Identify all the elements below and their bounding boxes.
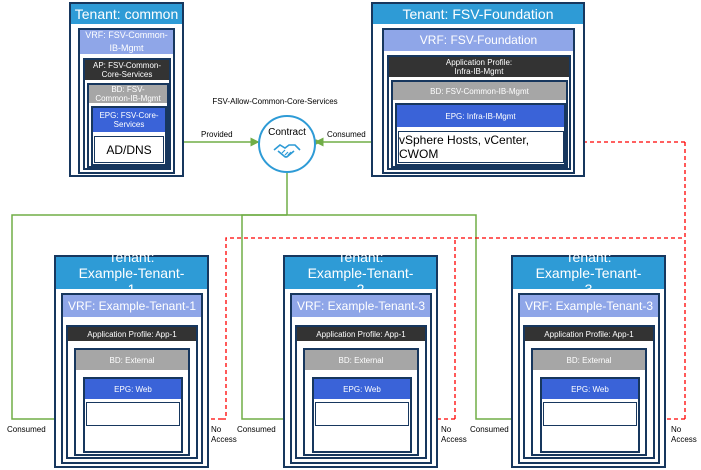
vrf-tenant-1-title: VRF: Example-Tenant-1 — [63, 295, 201, 317]
contract-node: Contract — [258, 115, 316, 173]
epg-tenant-1: EPG: Web — [83, 377, 183, 453]
ap-tenant-3: Application Profile: App-1 BD: External … — [523, 325, 655, 459]
bd-foundation-title: BD: FSV-Common-IB-Mgmt — [393, 82, 566, 100]
tenant-example-3: Tenant: Example-Tenant-3 VRF: Example-Te… — [511, 249, 666, 468]
tenant-example-2: Tenant: Example-Tenant-2 VRF: Example-Te… — [283, 249, 438, 468]
tenant-foundation-title: Tenant: FSV-Foundation — [373, 4, 583, 24]
bd-common-title: BD: FSV-Common-IB-Mgmt — [89, 85, 167, 103]
vrf-foundation: VRF: FSV-Foundation Application Profile:… — [382, 28, 575, 174]
tenant-3-title: Tenant: Example-Tenant-3 — [513, 249, 664, 297]
handshake-icon — [273, 144, 301, 158]
ap-tenant-2: Application Profile: App-1 BD: External … — [295, 325, 427, 459]
ap-common-title: AP: FSV-Common-Core-Services — [85, 60, 169, 80]
endpoint-ad-dns: AD/DNS — [94, 136, 164, 163]
ap-tenant-3-title: Application Profile: App-1 — [525, 327, 653, 341]
bd-foundation: BD: FSV-Common-IB-Mgmt EPG: Infra-IB-Mgm… — [391, 80, 568, 168]
epg-foundation: EPG: Infra-IB-Mgmt vSphere Hosts, vCente… — [395, 103, 566, 166]
ap-common: AP: FSV-Common-Core-Services BD: FSV-Com… — [83, 58, 171, 170]
vrf-tenant-3-title: VRF: Example-Tenant-3 — [520, 295, 658, 317]
tenant-common-title: Tenant: common — [71, 4, 182, 24]
no-access-label-tenant-2: No Access — [441, 425, 467, 444]
bd-tenant-3-title: BD: External — [533, 350, 645, 370]
vrf-foundation-title: VRF: FSV-Foundation — [384, 30, 573, 51]
tenant2-consumed-line — [241, 214, 305, 424]
provided-label: Provided — [201, 130, 233, 139]
no-access-label-tenant-3: No Access — [671, 425, 697, 444]
tenant1-consumed-line — [11, 214, 287, 424]
ap-tenant-2-title: Application Profile: App-1 — [297, 327, 425, 341]
ap-tenant-1-title: Application Profile: App-1 — [68, 327, 196, 341]
ap-tenant-1: Application Profile: App-1 BD: External … — [66, 325, 198, 459]
epg-tenant-3-title: EPG: Web — [542, 379, 638, 399]
bd-common: BD: FSV-Common-IB-Mgmt EPG: FSV-Core-Ser… — [87, 83, 169, 168]
bd-tenant-2-title: BD: External — [305, 350, 417, 370]
epg-tenant-1-title: EPG: Web — [85, 379, 181, 399]
bd-tenant-1-title: BD: External — [76, 350, 188, 370]
tenant-foundation: Tenant: FSV-Foundation VRF: FSV-Foundati… — [371, 2, 585, 177]
no-access-label-tenant-1: No Access — [211, 425, 237, 444]
contract-name: FSV-Allow-Common-Core-Services — [212, 97, 338, 106]
endpoint-tenant-3 — [543, 402, 637, 426]
ap-foundation: Application Profile: Infra-IB-Mgmt BD: F… — [387, 55, 571, 170]
endpoint-vsphere: vSphere Hosts, vCenter, CWOM — [398, 131, 564, 163]
bd-tenant-3: BD: External EPG: Web — [531, 348, 647, 456]
endpoint-tenant-1 — [86, 402, 180, 426]
bd-tenant-2: BD: External EPG: Web — [303, 348, 419, 456]
tenant-1-title: Tenant: Example-Tenant-1 — [56, 249, 207, 297]
no-access-line-1 — [222, 237, 685, 420]
epg-tenant-2-title: EPG: Web — [314, 379, 410, 399]
epg-foundation-title: EPG: Infra-IB-Mgmt — [397, 105, 564, 127]
bd-tenant-1: BD: External EPG: Web — [74, 348, 190, 456]
tenant-common: Tenant: common VRF: FSV-Common-IB-Mgmt A… — [69, 2, 184, 177]
contract-label: Contract — [268, 127, 306, 138]
vrf-common-title: VRF: FSV-Common-IB-Mgmt — [80, 30, 173, 54]
tenant3-consumed-line — [287, 214, 537, 424]
consumed-label-tenant-1: Consumed — [7, 425, 46, 434]
epg-common-title: EPG: FSV-Core-Services — [93, 108, 165, 132]
tenant-example-1: Tenant: Example-Tenant-1 VRF: Example-Te… — [54, 249, 209, 468]
vrf-tenant-2-title: VRF: Example-Tenant-3 — [292, 295, 430, 317]
epg-common: EPG: FSV-Core-Services AD/DNS — [91, 106, 167, 166]
tenant-2-title: Tenant: Example-Tenant-2 — [285, 249, 436, 297]
vrf-common: VRF: FSV-Common-IB-Mgmt AP: FSV-Common-C… — [78, 28, 175, 174]
endpoint-tenant-2 — [315, 402, 409, 426]
consumed-label-foundation: Consumed — [327, 130, 366, 139]
consumed-label-tenant-2: Consumed — [237, 425, 276, 434]
vrf-tenant-2: VRF: Example-Tenant-3 Application Profil… — [290, 293, 432, 464]
epg-tenant-2: EPG: Web — [312, 377, 412, 453]
vrf-tenant-3: VRF: Example-Tenant-3 Application Profil… — [518, 293, 660, 464]
consumed-label-tenant-3: Consumed — [470, 425, 509, 434]
vrf-tenant-1: VRF: Example-Tenant-1 Application Profil… — [61, 293, 203, 464]
ap-foundation-title: Application Profile: Infra-IB-Mgmt — [389, 57, 569, 77]
epg-tenant-3: EPG: Web — [540, 377, 640, 453]
